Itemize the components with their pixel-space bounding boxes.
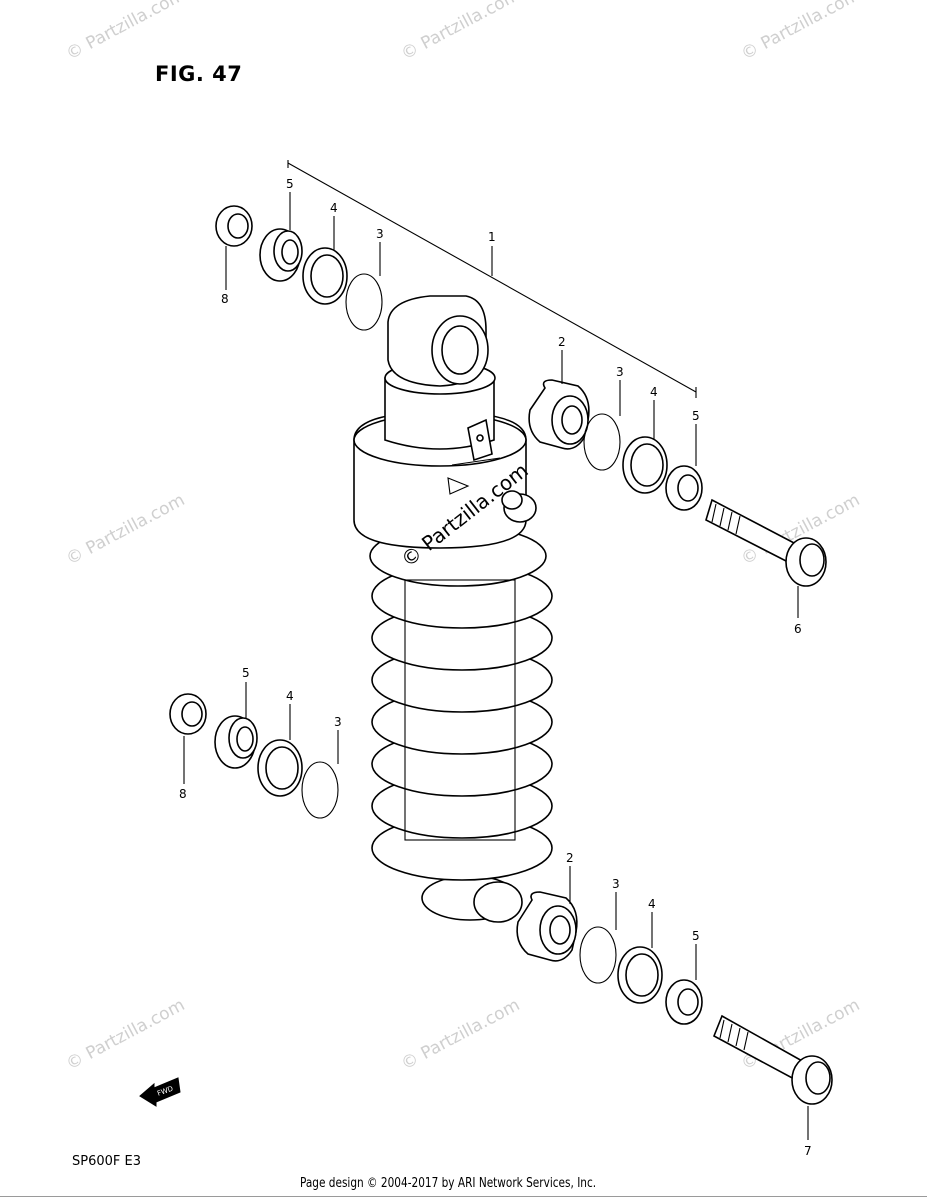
collar-bottom-right	[665, 979, 703, 1025]
callout-washer-mid-left: 4	[286, 689, 294, 703]
bolt-top	[705, 498, 827, 587]
collar-top-right	[665, 465, 703, 511]
bottom-right-hardware	[516, 891, 833, 1105]
ring-top-left	[345, 273, 383, 331]
callout-bush-top: 2	[558, 335, 566, 349]
leader-lines	[183, 192, 809, 1140]
footer-rule	[0, 1196, 927, 1197]
collar-top-left	[259, 228, 303, 282]
callout-nut-top: 8	[221, 292, 229, 306]
footer-credit: Page design © 2004-2017 by ARI Network S…	[300, 1176, 597, 1191]
callout-nut-mid: 8	[179, 787, 187, 801]
flange-nut-mid	[169, 693, 207, 735]
washer-bottom-right	[617, 946, 663, 1004]
ring-top-right	[583, 413, 621, 471]
bush-top	[528, 379, 590, 450]
callout-bush-bottom: 2	[566, 851, 574, 865]
callout-collar-top-right: 5	[692, 409, 700, 423]
watermark: © Partzilla.com	[398, 0, 523, 64]
watermark: © Partzilla.com	[398, 995, 523, 1074]
watermark: © Partzilla.com	[63, 995, 188, 1074]
top-left-hardware	[215, 205, 383, 331]
watermark: © Partzilla.com	[63, 490, 188, 569]
callout-collar-mid-left: 5	[242, 666, 250, 680]
callout-washer-top-left: 4	[330, 201, 338, 215]
callouts: 1 5 4 3 8 2 3 4 5 6 5 4 3 8 2 3 4 5 7	[179, 177, 812, 1158]
fig-title: FIG. 47	[155, 62, 243, 86]
collar-mid-left	[214, 715, 258, 769]
bolt-bottom	[712, 1014, 833, 1105]
watermark: © Partzilla.com	[738, 0, 863, 64]
top-right-hardware	[528, 379, 827, 587]
callout-ring-mid-left: 3	[334, 715, 342, 729]
ring-bottom-right	[579, 926, 617, 984]
callout-bolt-bottom: 7	[804, 1144, 812, 1158]
callout-bolt-top: 6	[794, 622, 802, 636]
shock-absorber: © Partzilla.com	[353, 295, 553, 923]
washer-mid-left	[257, 739, 303, 797]
model-code: SP600F E3	[72, 1154, 141, 1169]
callout-collar-top-left: 5	[286, 177, 294, 191]
callout-ring-bottom-right: 3	[612, 877, 620, 891]
assembly-bracket	[287, 160, 697, 398]
watermark: © Partzilla.com	[63, 0, 188, 64]
bush-bottom	[516, 891, 578, 962]
spring-coils	[369, 525, 553, 881]
callout-ring-top-left: 3	[376, 227, 384, 241]
callout-washer-bottom-right: 4	[648, 897, 656, 911]
callout-ring-top-right: 3	[616, 365, 624, 379]
washer-top-right	[622, 436, 668, 494]
washer-top-left	[302, 247, 348, 305]
flange-nut-top	[215, 205, 253, 247]
ring-mid-left	[301, 761, 339, 819]
callout-collar-bottom-right: 5	[692, 929, 700, 943]
mid-left-hardware	[169, 693, 339, 819]
callout-assembly: 1	[488, 230, 496, 244]
callout-washer-top-right: 4	[650, 385, 658, 399]
fwd-arrow: FWD	[139, 1077, 181, 1107]
